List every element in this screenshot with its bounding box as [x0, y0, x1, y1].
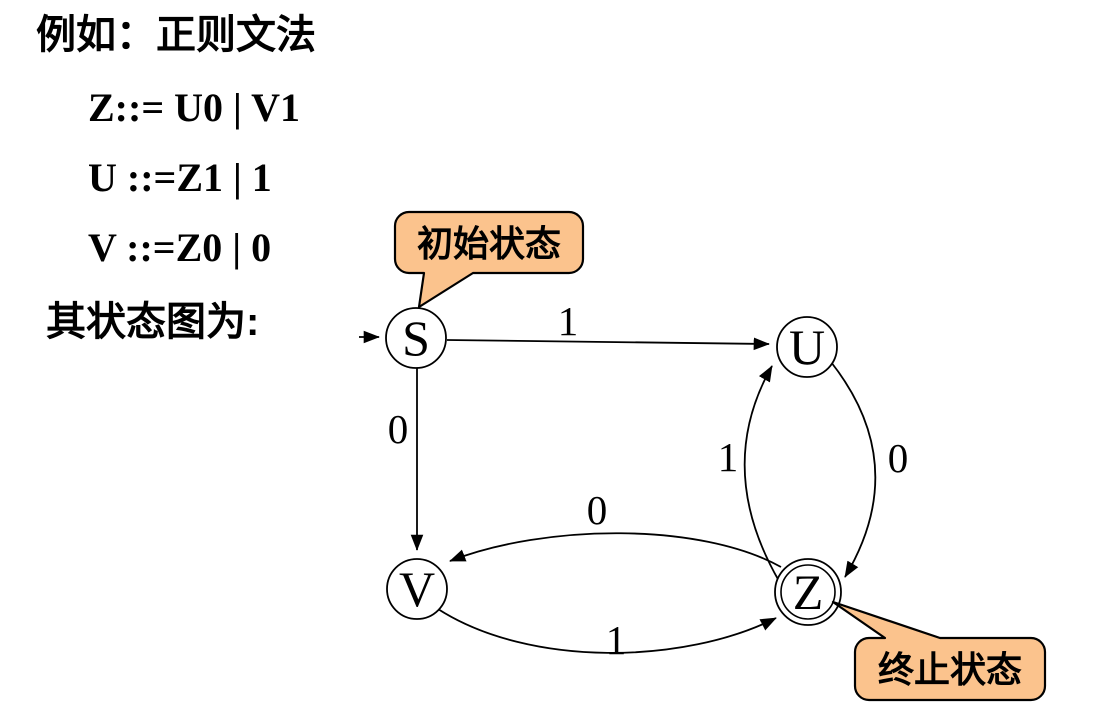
state-circle-v: [386, 558, 448, 620]
state-diagram-caption: 其状态图为:: [46, 300, 260, 344]
callout-initial-state: 初始状态: [393, 210, 585, 309]
transition-label-v-z: 1: [606, 617, 627, 663]
page-title: 例如：正则文法: [36, 13, 316, 57]
transition-label-s-u: 1: [558, 298, 579, 344]
transition-label-z-u: 1: [718, 434, 739, 480]
transition-label-z-v: 0: [587, 487, 608, 533]
state-circle-z-outer: [774, 558, 842, 626]
state-label-u: U: [789, 319, 825, 375]
callout-final-state: 终止状态: [831, 600, 1047, 702]
transition-z-v: [449, 532, 782, 568]
state-circle-u: [776, 316, 838, 378]
callout-initial-label: 初始状态: [417, 223, 561, 264]
transition-label-u-z: 0: [888, 435, 909, 481]
callout-final-bubble: [831, 600, 1047, 702]
state-circle-z-inner: [780, 564, 836, 620]
callout-final-label: 终止状态: [878, 649, 1022, 690]
grammar-rule-z: Z::= U0 | V1: [88, 85, 300, 130]
state-circle-s: [385, 307, 447, 369]
state-label-v: V: [399, 561, 435, 617]
transition-u-z: [830, 361, 877, 578]
state-label-z: Z: [793, 564, 824, 620]
grammar-rule-u: U ::=Z1 | 1: [88, 155, 272, 200]
transition-v-z: [437, 608, 777, 654]
state-label-s: S: [402, 310, 430, 366]
transition-label-s-v: 0: [388, 406, 409, 452]
grammar-rule-v: V ::=Z0 | 0: [88, 225, 272, 270]
transition-z-u: [743, 365, 780, 582]
transition-s-u: [446, 337, 770, 351]
callout-initial-bubble: [393, 210, 585, 309]
